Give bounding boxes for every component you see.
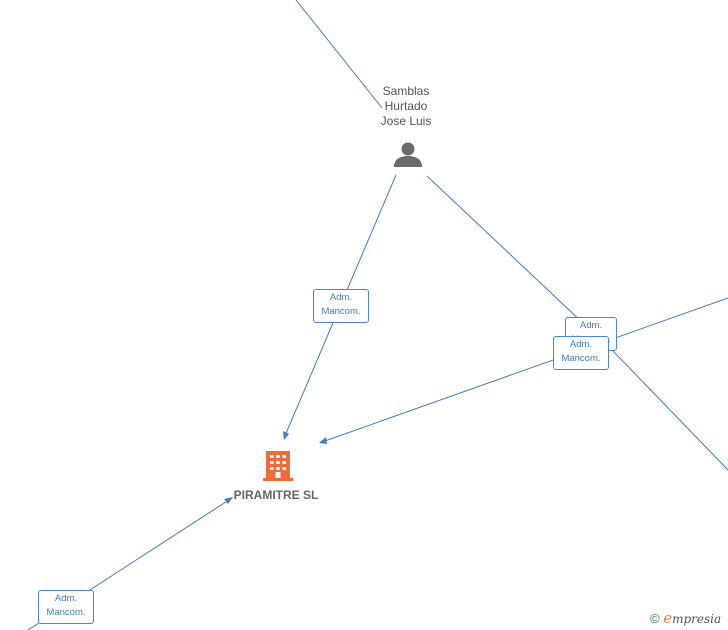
- empresia-watermark: © empresia: [650, 609, 721, 627]
- role-badge-line: Mancom.: [561, 353, 601, 364]
- role-badge-line: Adm.: [54, 593, 78, 604]
- edge-right-to-bottom-right: [611, 349, 728, 471]
- arrowhead-bottom-left: [224, 497, 233, 504]
- person-name-line: Samblas: [382, 84, 430, 98]
- arrowhead-right: [319, 437, 327, 444]
- edge-person-to-right: [426, 175, 586, 326]
- person-icon: [394, 142, 422, 167]
- role-badge-line: Mancom.: [321, 306, 361, 317]
- edge-right-to-company: [321, 297, 728, 443]
- role-badge-line: Adm.: [579, 320, 603, 331]
- person-name-line: Jose Luis: [380, 114, 432, 128]
- role-badge-left[interactable]: Adm. Mancom.: [313, 289, 369, 323]
- person-name-line: Hurtado: [384, 99, 428, 113]
- company-node-label[interactable]: PIRAMITRE SL: [233, 488, 319, 502]
- building-icon: [263, 451, 293, 481]
- brand-name: mpresia: [672, 612, 722, 626]
- role-badge-line: Adm.: [329, 292, 353, 303]
- role-badge-line: Adm.: [569, 339, 593, 350]
- copyright-icon: ©: [650, 611, 660, 626]
- brand-initial: e: [663, 609, 673, 627]
- arrowhead-left: [283, 431, 289, 440]
- person-node-label[interactable]: Samblas Hurtado Jose Luis: [356, 84, 456, 129]
- role-badge-right-bottom[interactable]: Adm. Mancom.: [553, 336, 609, 370]
- role-badge-bottom-left[interactable]: Adm. Mancom.: [38, 590, 94, 624]
- edge-top-to-person: [295, 0, 383, 109]
- role-badge-line: Mancom.: [46, 607, 86, 618]
